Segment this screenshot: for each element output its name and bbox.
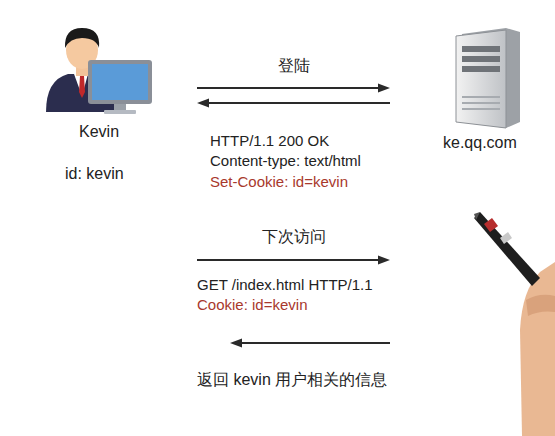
node-text: id: kevin [65,164,124,183]
arrow-label: 返回 kevin 用户相关的信息 [197,370,387,389]
message-arrow [230,339,390,348]
http-line: Content-type: text/html [210,152,361,170]
arrow-head [230,339,242,348]
arrow-line [240,342,390,344]
arrow-label: 下次访问 [262,227,326,246]
http-line: Set-Cookie: id=kevin [210,173,348,191]
arrow-head [197,99,209,108]
server-icon [456,28,520,128]
message-arrow [197,256,390,265]
message-arrow [197,84,390,93]
arrow-line [197,259,380,261]
arrow-head [378,84,390,93]
monitor-icon [88,60,152,114]
arrow-line [197,87,380,89]
node-text: ke.qq.com [443,133,517,152]
arrow-label: 登陆 [278,56,310,75]
host-node: Kevin id: kevin [48,120,188,186]
arrow-line [207,102,390,104]
arrow-head [378,256,390,265]
pen-hand [474,212,555,436]
http-line: Cookie: id=kevin [197,296,307,314]
node-text: Kevin [79,122,119,141]
http-line: HTTP/1.1 200 OK [210,132,329,150]
host-node: ke.qq.com [395,130,535,156]
message-arrow [197,99,390,108]
http-line: GET /index.html HTTP/1.1 [197,276,373,294]
